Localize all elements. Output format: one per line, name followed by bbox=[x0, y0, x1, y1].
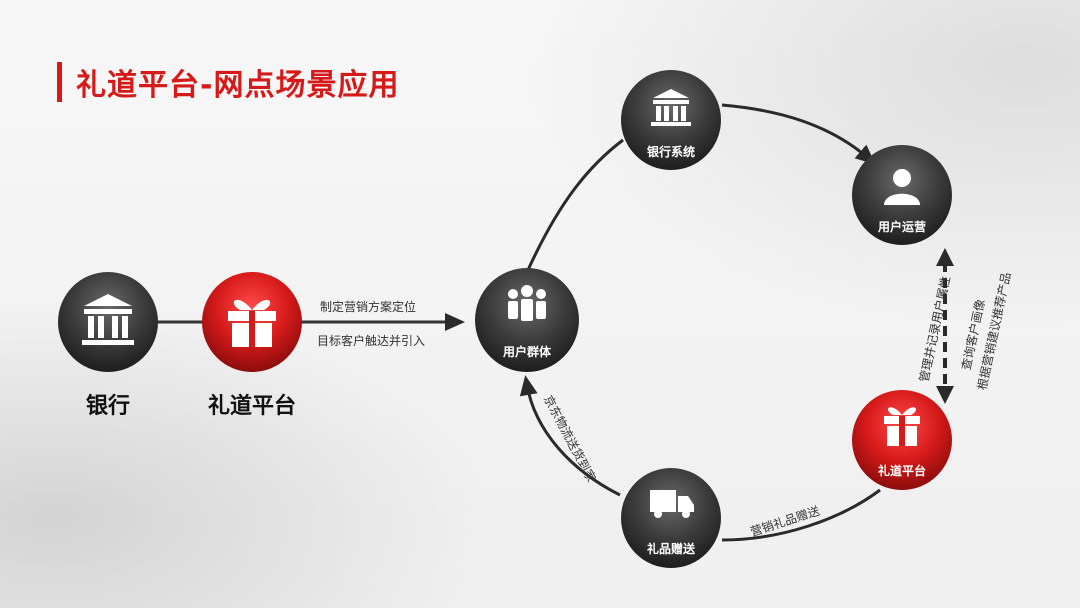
gift-delivery-node bbox=[621, 468, 721, 568]
bank-system-label: 银行系统 bbox=[646, 145, 696, 159]
page-title: 礼道平台-网点场景应用 bbox=[76, 68, 400, 103]
arc-bank-to-ops bbox=[721, 103, 876, 165]
arc-platform-to-gift bbox=[721, 488, 881, 542]
flow-label-1: 制定营销方案定位 bbox=[320, 300, 417, 314]
people-icon bbox=[508, 285, 546, 321]
user-ops-label: 用户运营 bbox=[877, 220, 927, 234]
platform-node-left bbox=[202, 272, 302, 372]
user-group-label: 用户群体 bbox=[502, 345, 552, 359]
truck-icon bbox=[650, 490, 694, 518]
user-icon bbox=[884, 169, 920, 205]
user-group-node bbox=[475, 268, 579, 372]
bank-icon bbox=[651, 89, 691, 126]
bank-label: 银行 bbox=[85, 394, 131, 419]
platform-label-right: 礼道平台 bbox=[877, 464, 927, 478]
arc-gift-to-group bbox=[519, 375, 621, 497]
gift-delivery-label: 礼品赠送 bbox=[646, 542, 696, 556]
arc-group-to-bank bbox=[526, 138, 624, 271]
flow-label-2: 目标客户触达并引入 bbox=[317, 334, 426, 348]
bank-node bbox=[58, 272, 158, 372]
title-accent-bar bbox=[57, 62, 62, 102]
dashed-arrow-down-head bbox=[936, 386, 954, 404]
gift-icon bbox=[228, 299, 276, 347]
user-ops-node bbox=[852, 145, 952, 245]
platform-node-right bbox=[852, 390, 952, 490]
gift-icon bbox=[884, 407, 920, 446]
platform-label-left: 礼道平台 bbox=[207, 394, 297, 419]
bank-system-node bbox=[621, 70, 721, 170]
dashed-arrow-up-head bbox=[936, 248, 954, 266]
bank-icon bbox=[82, 294, 134, 345]
